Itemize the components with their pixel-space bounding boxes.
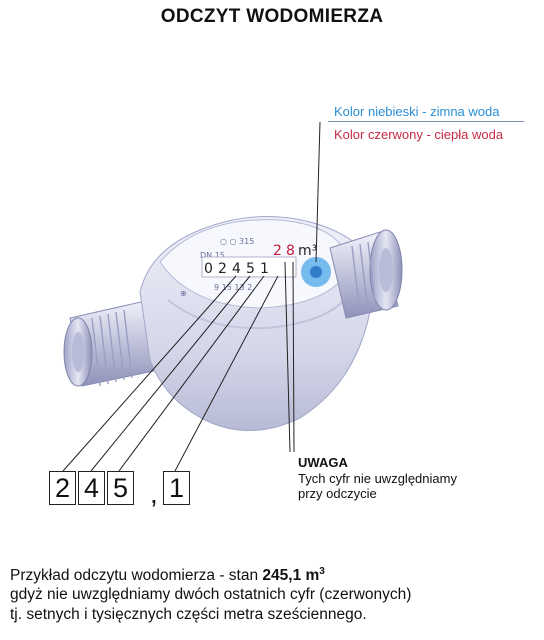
inlet-pipe	[63, 299, 169, 387]
digit-drum: 0 2 4 5 1 2 8 m³ 9 15 13 2	[201, 243, 317, 292]
dial-digit-4: 1	[260, 261, 269, 277]
dial-digit-2: 4	[232, 261, 241, 277]
note-line-1: Tych cyfr nie uwzględniamy	[298, 471, 457, 486]
readout-digit-2: 4	[78, 471, 105, 505]
dial-digit-3: 5	[246, 261, 255, 277]
legend-pointer	[315, 121, 321, 263]
readout-separator: ,	[150, 478, 158, 509]
dial-digit-red-0: 2	[273, 243, 282, 259]
svg-text:⊕: ⊕	[180, 289, 187, 298]
example-line-3: tj. setnych i tysięcznych części metra s…	[10, 606, 367, 623]
legend-divider	[328, 121, 524, 122]
svg-text:9 15 13 2: 9 15 13 2	[214, 283, 252, 292]
reading-leader-lines	[62, 275, 279, 472]
dial-digit-1: 2	[218, 261, 227, 277]
note-heading: UWAGA	[298, 455, 348, 470]
svg-text:DN 15: DN 15	[200, 251, 225, 260]
readout-digit-3: 5	[107, 471, 134, 505]
readout-digit-1: 2	[49, 471, 76, 505]
dial-unit: m³	[298, 243, 317, 259]
example-value: 245,1 m	[262, 567, 320, 585]
dial-digit-red-1: 8	[286, 243, 295, 259]
dial-digit-0: 0	[204, 261, 213, 277]
note-line-2: przy odczycie	[298, 486, 377, 501]
example-unit-exponent: 3	[319, 566, 325, 577]
example-line-2: gdyż nie uwzględniamy dwóch ostatnich cy…	[10, 586, 412, 603]
legend-cold-water: Kolor niebieski - zimna woda	[334, 104, 500, 119]
readout-digit-4: 1	[163, 471, 190, 505]
outlet-pipe	[329, 229, 403, 319]
example-prefix: Przykład odczytu wodomierza - stan	[10, 567, 263, 585]
example-line-1: Przykład odczytu wodomierza - stan 245,1…	[10, 566, 325, 585]
page-title: ODCZYT WODOMIERZA	[160, 6, 384, 27]
svg-text:○ ○ 315: ○ ○ 315	[220, 237, 254, 246]
note-pointer	[284, 261, 295, 453]
legend-hot-water: Kolor czerwony - ciepła woda	[334, 127, 504, 142]
